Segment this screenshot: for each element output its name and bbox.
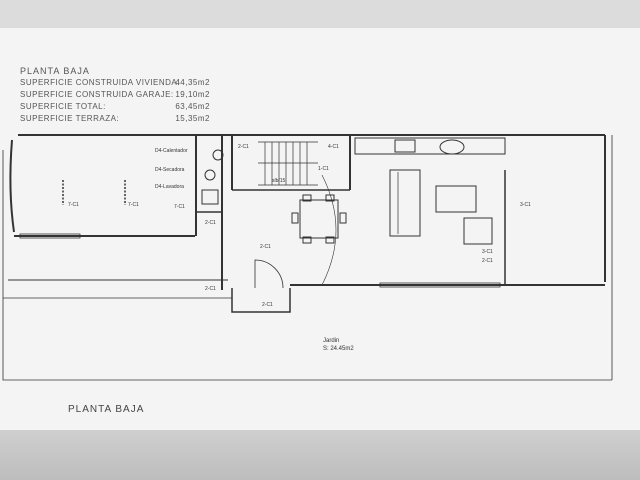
armchair <box>463 217 493 245</box>
area-row-garaje: SUPERFICIE CONSTRUIDA GARAJE: 19,10m2 <box>20 90 210 101</box>
area-label: SUPERFICIE TOTAL: <box>20 102 106 111</box>
garden-area: S: 24.45m2 <box>323 346 354 352</box>
curved-wall <box>9 139 15 233</box>
circuit-label: 2-C1 <box>205 286 216 292</box>
circuit-label: 2-C1 <box>482 258 493 264</box>
window <box>379 282 501 288</box>
dining-table <box>299 199 339 239</box>
dryer <box>204 169 216 181</box>
plan-title: PLANTA BAJA <box>20 66 90 76</box>
bay-window <box>231 288 291 313</box>
area-value: 19,10m2 <box>175 90 210 99</box>
circuit-label: 7-C1 <box>174 204 185 210</box>
sink <box>439 139 465 155</box>
garden-label: Jardin <box>323 338 339 344</box>
area-label: SUPERFICIE TERRAZA: <box>20 114 120 123</box>
washer <box>201 189 219 205</box>
circuit-label: 7-C1 <box>128 202 139 208</box>
area-row-total: SUPERFICIE TOTAL: 63,45m2 <box>20 102 210 113</box>
area-value: 15,35m2 <box>175 114 210 123</box>
circuit-label: 3-C1 <box>520 202 531 208</box>
area-row-vivienda: SUPERFICIE CONSTRUIDA VIVIENDA: 44,35m2 <box>20 78 210 89</box>
circuit-label: 2-C1 <box>262 302 273 308</box>
circuit-label: 2-C1 <box>238 144 249 150</box>
area-row-terraza: SUPERFICIE TERRAZA: 15,35m2 <box>20 114 210 125</box>
drawing-sheet <box>0 28 640 430</box>
staircase <box>258 141 318 186</box>
appliance-label: D4-Calentador <box>155 148 188 154</box>
kitchen-counter <box>354 137 506 155</box>
circuit-label: 3-C1 <box>482 249 493 255</box>
area-label: SUPERFICIE CONSTRUIDA GARAJE: <box>20 90 174 99</box>
window <box>19 233 81 239</box>
circuit-label: 7-C1 <box>68 202 79 208</box>
site-boundary <box>2 150 612 381</box>
arc-line <box>321 174 337 286</box>
appliance-label: D4-Lavadora <box>155 184 184 190</box>
sofa <box>389 169 421 237</box>
table-surface <box>0 430 640 480</box>
area-label: SUPERFICIE CONSTRUIDA VIVIENDA: <box>20 78 180 87</box>
coffee-table <box>435 185 477 213</box>
footer-title: PLANTA BAJA <box>68 404 145 415</box>
circuit-label: 2-C1 <box>260 244 271 250</box>
circuit-label: 2-C1 <box>205 220 216 226</box>
circuit-label: 4-C1 <box>328 144 339 150</box>
appliance-label: D4-Secadora <box>155 167 185 173</box>
circuit-label: 1-C1 <box>318 166 329 172</box>
stair-label: slb/15 <box>272 178 286 184</box>
heater <box>212 149 224 161</box>
area-value: 63,45m2 <box>175 102 210 111</box>
door-swing <box>254 259 284 289</box>
area-value: 44,35m2 <box>175 78 210 87</box>
